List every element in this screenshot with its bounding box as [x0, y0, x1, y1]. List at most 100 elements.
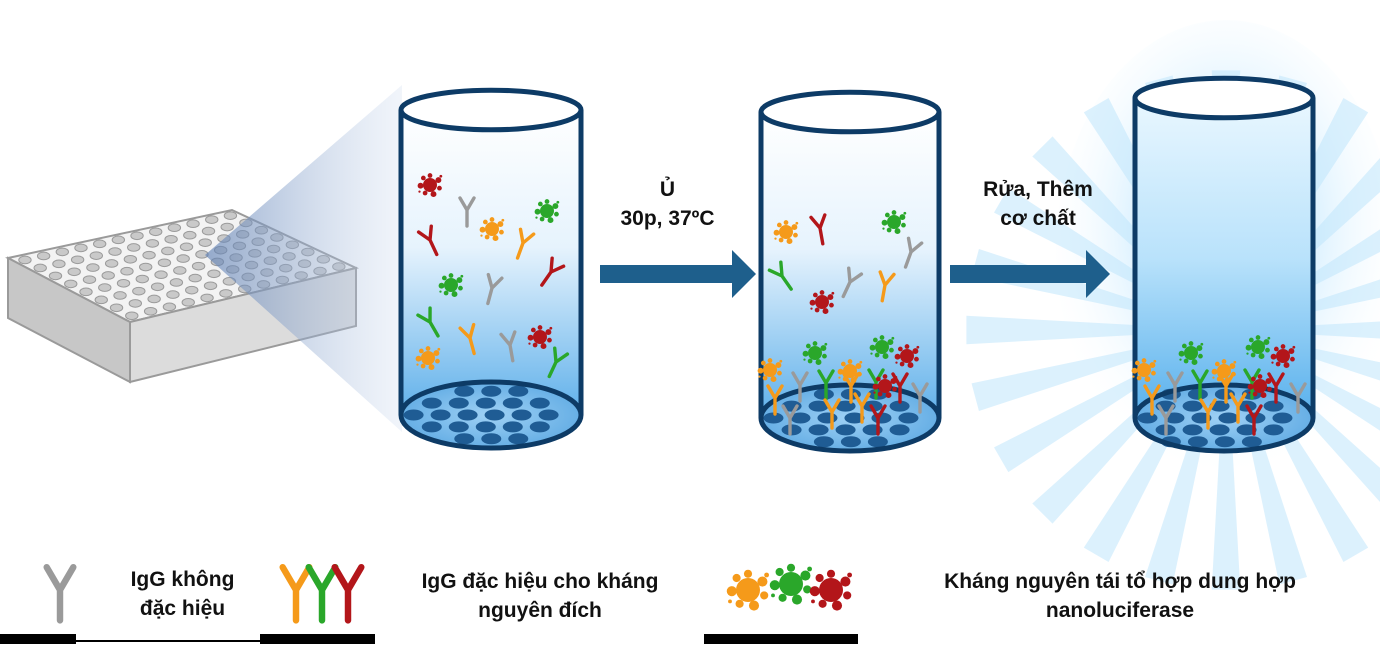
plate-well [147, 294, 161, 304]
plate-well [92, 239, 107, 249]
plate-well [123, 254, 138, 264]
step-incubate-label: Ủ 30p, 37ºC [600, 175, 735, 233]
legend-green-antibody-icon [305, 563, 339, 624]
magnification-cone [205, 85, 402, 432]
plate-well [55, 247, 70, 257]
plate-well [127, 243, 141, 252]
well-dot [448, 421, 469, 433]
antibody-icon [791, 371, 809, 403]
well-dot [763, 412, 784, 424]
antigen-blob-icon [894, 344, 920, 369]
antigen-blob-icon [438, 273, 464, 298]
antibody-icon [767, 260, 793, 291]
well-dot [808, 400, 829, 412]
plate-well [98, 283, 112, 292]
plate-well [108, 247, 122, 256]
antibody-icon [781, 404, 799, 436]
plate-well [64, 279, 78, 289]
antibody-icon [911, 382, 929, 414]
antibody-icon [1166, 371, 1184, 403]
well-dot [840, 436, 861, 448]
well-dot [1209, 424, 1230, 436]
well-dot [867, 436, 888, 448]
antibody-icon [499, 330, 517, 363]
well-dot [502, 421, 523, 433]
well-dot [421, 421, 442, 433]
plate-well [183, 230, 197, 240]
antigen-blob-icon [1245, 335, 1271, 360]
antibody-icon [809, 213, 827, 246]
antigen-blob-icon [773, 220, 799, 245]
plate-well [149, 227, 163, 237]
plate-well [167, 223, 182, 233]
antibody-icon [903, 236, 924, 269]
plate-well [94, 295, 108, 305]
plate-well [186, 219, 200, 229]
well-dot [808, 424, 829, 436]
well-dot [889, 400, 910, 412]
well-dot [502, 397, 523, 409]
plate-well [198, 238, 212, 247]
tube-after-incubation [757, 89, 942, 454]
antibody-icon [416, 224, 439, 257]
plate-well [116, 278, 131, 288]
well-dot [403, 409, 424, 421]
well-dot [511, 409, 532, 421]
antibody-icon [486, 272, 504, 306]
well-surface-dots [403, 385, 559, 445]
antibody-icon [766, 384, 784, 416]
plate-well [142, 250, 156, 260]
legend-nonspecific-igg-icon [43, 563, 77, 624]
plate-well [125, 311, 139, 321]
antibody-icon [878, 270, 896, 303]
plate-well [203, 281, 218, 291]
well-dot [835, 424, 856, 436]
antibody-icon [515, 227, 536, 260]
antigen-blob-icon [1211, 359, 1237, 384]
plate-well [166, 290, 180, 299]
well-dot [529, 421, 550, 433]
antibody-icon [817, 369, 835, 401]
legend-rule-left [0, 634, 76, 644]
plate-well [219, 289, 233, 298]
antigen-blob-icon [881, 210, 907, 235]
legend-nonspecific-igg-label: IgG không đặc hiệu [85, 565, 280, 623]
antigen-blob-icon [809, 290, 835, 315]
plate-well [162, 302, 177, 312]
plate-well [52, 259, 66, 269]
plate-well [48, 271, 63, 281]
arrow-wash [950, 250, 1110, 298]
antigen-blob-icon [872, 374, 898, 399]
wash-line2: cơ chất [1000, 207, 1076, 230]
incubate-line1: Ủ [659, 178, 676, 201]
antigen-blob-icon [869, 335, 895, 360]
legend-nonspecific-line1: IgG không [130, 568, 235, 591]
legend-specific-line1: IgG đặc hiệu cho kháng [421, 570, 659, 593]
plate-well [86, 263, 100, 272]
legend-orange-antibody-icon [279, 563, 313, 624]
legend-red-antigen-icon [809, 569, 852, 611]
antigen-blob-icon [837, 359, 863, 384]
well-dot [448, 397, 469, 409]
well-dot [1187, 436, 1208, 448]
legend-antigen-label: Kháng nguyên tái tổ hợp dung hợp nanoluc… [880, 567, 1360, 625]
well-dot [813, 436, 834, 448]
well-dot [475, 397, 496, 409]
well-dot [817, 412, 838, 424]
antigen-blob-icon [757, 358, 783, 383]
well-dot [790, 412, 811, 424]
plate-well [36, 251, 51, 261]
antibody-icon [1143, 384, 1161, 416]
antibody-icon [416, 306, 440, 338]
plate-well [70, 255, 85, 265]
plate-well [79, 287, 93, 297]
legend-specific-line2: nguyên đích [478, 599, 602, 622]
plate-well [169, 278, 184, 287]
antigen-blob-icon [534, 199, 560, 224]
antigen-blob-icon [1247, 374, 1273, 399]
legend-orange-antigen-icon [726, 569, 769, 611]
plate-well [67, 267, 81, 277]
antigen-blob-icon [415, 346, 441, 371]
well-dot [1182, 400, 1203, 412]
glow-ray [966, 315, 1226, 345]
